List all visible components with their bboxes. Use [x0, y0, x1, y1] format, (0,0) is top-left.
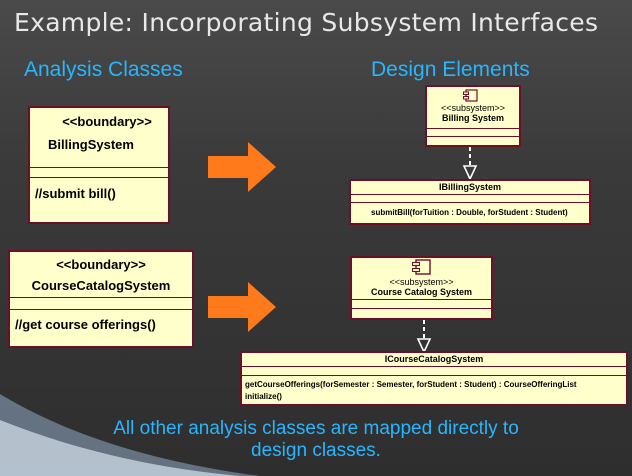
- interface-operation: submitBill(forTuition : Double, forStude…: [371, 208, 568, 217]
- footer-line-2: design classes.: [251, 440, 381, 461]
- subsystem-name: Billing System: [441, 113, 504, 123]
- interface-attributes: [351, 195, 589, 203]
- subsystem-operations: [352, 309, 491, 318]
- subsystem-attributes: [352, 300, 491, 309]
- realization-arrow-icon: [416, 320, 432, 354]
- mapping-arrow-icon: [208, 282, 276, 332]
- interface-name: IBillingSystem: [351, 181, 589, 195]
- subsystem-icon: [463, 89, 478, 102]
- class-attributes: [10, 298, 192, 310]
- class-header: <<boundary>> BillingSystem: [30, 108, 168, 168]
- class-operation: //get course offerings(): [15, 317, 156, 332]
- class-stereotype: <<boundary>>: [62, 114, 152, 129]
- interface-operation: initialize(): [245, 392, 282, 401]
- billing-system-subsystem: <<subsystem>> Billing System: [425, 85, 521, 147]
- mapping-arrow-icon: [208, 142, 276, 192]
- course-catalog-system-analysis-class: <<boundary>> CourseCatalogSystem //get c…: [8, 250, 194, 348]
- class-header: <<boundary>> CourseCatalogSystem: [10, 252, 192, 298]
- icourse-catalog-system-interface: ICourseCatalogSystem getCourseOfferings(…: [240, 351, 628, 406]
- course-catalog-subsystem: <<subsystem>> Course Catalog System: [350, 256, 493, 320]
- subsystem-name: Course Catalog System: [370, 287, 473, 297]
- interface-operations: getCourseOfferings(forSemester : Semeste…: [242, 376, 626, 402]
- subsystem-stereotype: <<subsystem>>: [389, 277, 454, 287]
- subsystem-operations: [427, 137, 519, 145]
- footer-note: All other analysis classes are mapped di…: [0, 418, 632, 462]
- footer-line-1: All other analysis classes are mapped di…: [113, 418, 519, 439]
- class-operations: //submit bill(): [30, 178, 168, 201]
- class-attributes: [30, 168, 168, 178]
- class-name: BillingSystem: [48, 137, 134, 152]
- interface-attributes: [242, 367, 626, 376]
- analysis-classes-heading: Analysis Classes: [24, 58, 183, 81]
- subsystem-attributes: [427, 129, 519, 137]
- billing-system-analysis-class: <<boundary>> BillingSystem //submit bill…: [28, 106, 170, 224]
- class-stereotype: <<boundary>>: [56, 257, 146, 272]
- subsystem-header: <<subsystem>> Billing System: [427, 87, 519, 129]
- ibilling-system-interface: IBillingSystem submitBill(forTuition : D…: [349, 179, 591, 225]
- realization-arrow-icon: [462, 147, 478, 181]
- slide-title: Example: Incorporating Subsystem Interfa…: [14, 8, 599, 37]
- interface-operation: getCourseOfferings(forSemester : Semeste…: [245, 380, 577, 389]
- class-operations: //get course offerings(): [10, 310, 192, 332]
- subsystem-header: <<subsystem>> Course Catalog System: [352, 258, 491, 300]
- subsystem-stereotype: <<subsystem>>: [440, 103, 506, 113]
- class-name: CourseCatalogSystem: [31, 278, 171, 293]
- class-operation: //submit bill(): [35, 186, 116, 201]
- design-elements-heading: Design Elements: [371, 58, 530, 81]
- interface-operations: submitBill(forTuition : Double, forStude…: [351, 203, 589, 217]
- decorative-swoosh: [0, 394, 260, 476]
- subsystem-icon: [412, 259, 431, 275]
- interface-name: ICourseCatalogSystem: [242, 353, 626, 367]
